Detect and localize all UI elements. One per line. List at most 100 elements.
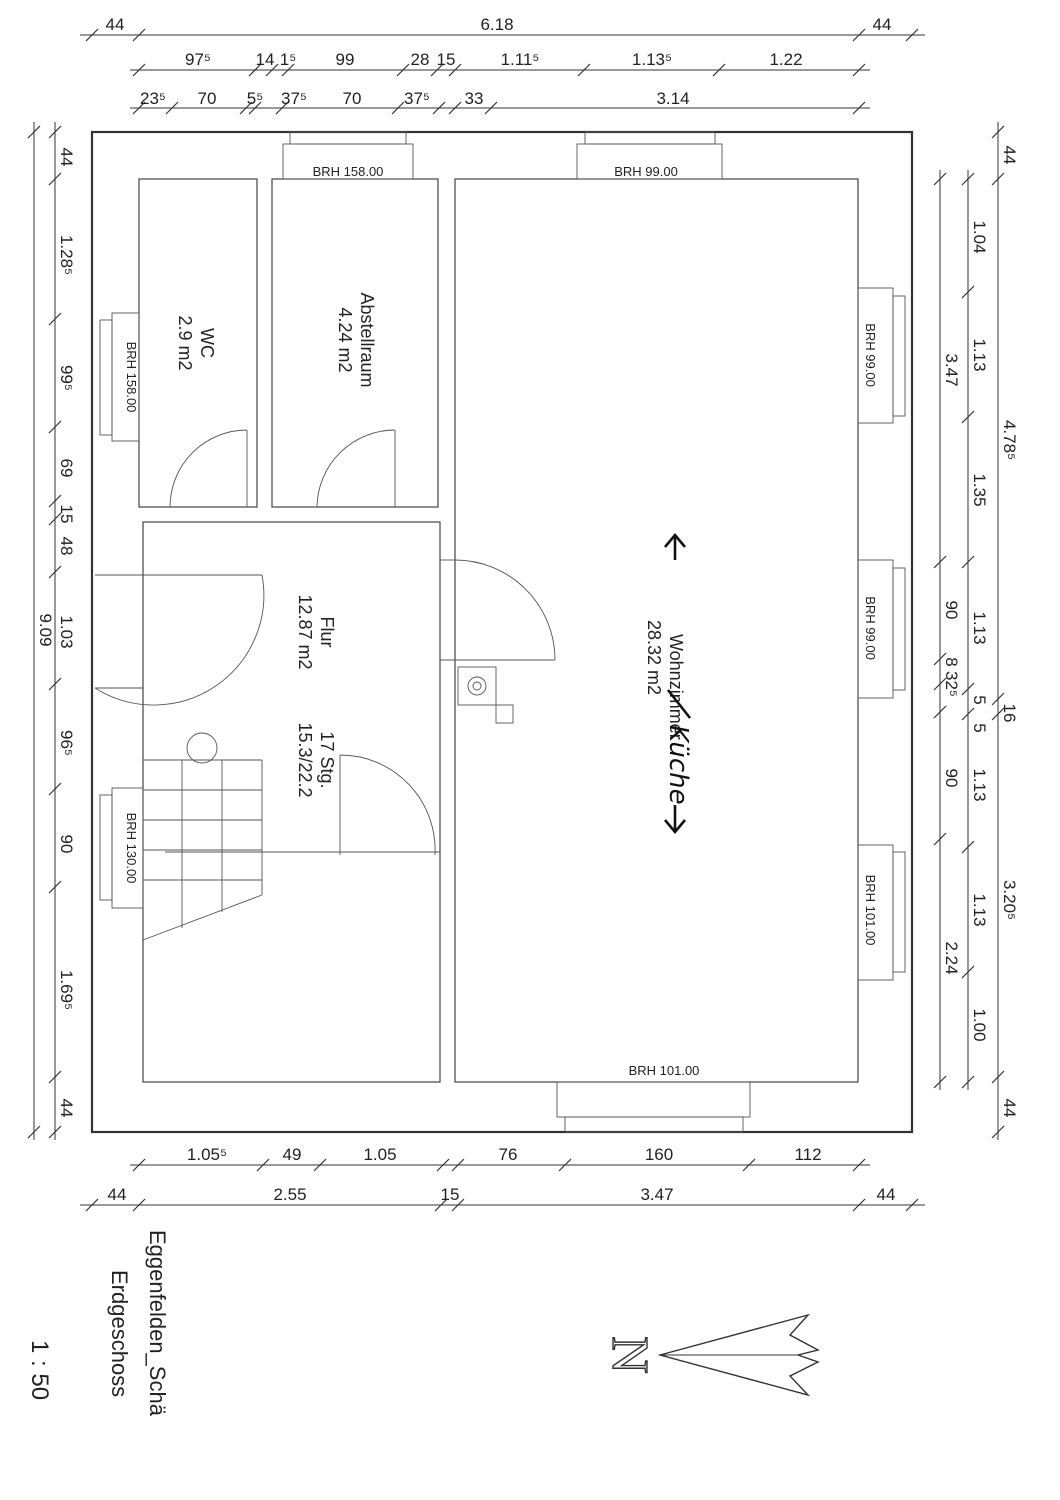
dim-top-row2: 97⁵ 14 1⁵ 99 28 15 1.11⁵ 1.13⁵ 1.22 <box>130 50 870 77</box>
chimney <box>457 666 514 724</box>
dim-375a: 37⁵ <box>281 89 307 108</box>
dim-top-row1: 44 6.18 44 <box>80 15 925 42</box>
flur-name: Flur <box>317 617 337 648</box>
dim-top-618: 6.18 <box>480 15 513 34</box>
dim-right-5b: 5 <box>970 723 989 732</box>
dim-bottom-49: 49 <box>283 1145 302 1164</box>
window-right-3 <box>857 844 906 981</box>
dim-right-90a: 90 <box>942 601 961 620</box>
dim-right-outer: 44 4.78⁵ 16 3.20⁵ 44 <box>991 122 1019 1140</box>
dim-right-113d: 1.13 <box>970 893 989 926</box>
door-entrance <box>94 574 265 706</box>
dim-33: 33 <box>465 89 484 108</box>
dim-right-113b: 1.13 <box>970 611 989 644</box>
north-arrow-icon: N <box>600 1313 820 1397</box>
abstell-area: 4.24 m2 <box>335 307 355 372</box>
dim-1115: 1.11⁵ <box>501 50 540 69</box>
brh-top-left: BRH 158.00 <box>313 164 384 179</box>
dim-right-90b: 90 <box>942 769 961 788</box>
abstell-name: Abstellraum <box>357 292 377 387</box>
dim-bottom-105: 1.05 <box>363 1145 396 1164</box>
dim-right-224: 2.24 <box>942 941 961 974</box>
window-top-left <box>282 131 414 180</box>
dim-1135: 1.13⁵ <box>632 50 672 69</box>
dim-99: 99 <box>336 50 355 69</box>
dim-top-44-right: 44 <box>873 15 892 34</box>
title-floor: Erdgeschoss <box>107 1270 132 1397</box>
wohn-name: Wohnzimmer <box>666 634 686 740</box>
north-letter: N <box>601 1336 658 1374</box>
dim-bottom-347: 3.47 <box>640 1185 673 1204</box>
window-right-1 <box>857 287 906 424</box>
window-wc <box>99 312 140 442</box>
dim-top-44-left: 44 <box>106 15 125 34</box>
dim-right-44-top: 44 <box>1000 146 1019 165</box>
wohn-hand-label: Küche <box>663 725 693 805</box>
dim-left-outer: 9.09 <box>27 122 55 1140</box>
dim-right-5a: 5 <box>970 695 989 704</box>
dim-bottom-15: 15 <box>441 1185 460 1204</box>
handwritten-arrows <box>664 532 692 835</box>
dim-bottom-1055: 1.05⁵ <box>187 1145 227 1164</box>
stairs-label: 17 Stg. 15.3/22.2 <box>295 722 337 797</box>
dim-right-4785: 4.78⁵ <box>1000 420 1019 460</box>
dim-left-1695: 1.69⁵ <box>57 970 76 1010</box>
door-wohn <box>440 559 556 661</box>
brh-wc: BRH 158.00 <box>124 342 139 413</box>
dim-314: 3.14 <box>656 89 689 108</box>
wohn-label: Wohnzimmer 28.32 m2 Küche <box>644 620 693 805</box>
dim-right-16: 16 <box>1000 704 1019 723</box>
dim-left-inner: 44 1.28⁵ 99⁵ 69 15 48 1.03 96⁵ 90 1.69⁵ … <box>48 122 76 1140</box>
door-wc <box>169 429 248 508</box>
brh-stair: BRH 130.00 <box>124 813 139 884</box>
dim-375b: 37⁵ <box>404 89 430 108</box>
brh-right-2: BRH 99.00 <box>863 596 878 660</box>
dim-left-965: 96⁵ <box>57 730 76 756</box>
dim-bottom-112: 112 <box>794 1145 821 1164</box>
dim-right-3205: 3.20⁵ <box>1000 880 1019 920</box>
dim-right-100: 1.00 <box>970 1008 989 1041</box>
wohn-area: 28.32 m2 <box>644 620 664 695</box>
dim-28: 28 <box>411 50 430 69</box>
dim-left-69: 69 <box>57 459 76 478</box>
dim-left-48: 48 <box>57 537 76 556</box>
dim-14: 14 <box>256 50 275 69</box>
dim-bottom-44-left: 44 <box>108 1185 127 1204</box>
door-abstell <box>316 429 396 508</box>
brh-right-3: BRH 101.00 <box>863 875 878 946</box>
dim-top-row3: 23⁵ 70 5⁵ 37⁵ 70 37⁵ 33 3.14 <box>130 89 870 115</box>
dim-left-90: 90 <box>57 835 76 854</box>
dim-70a: 70 <box>198 89 217 108</box>
dim-right-mid: 1.04 1.13 1.35 1.13 5 5 1.13 1.13 1.00 <box>961 170 989 1090</box>
dim-15-top: 1⁵ <box>280 50 297 69</box>
flur-label: Flur 12.87 m2 <box>295 594 337 669</box>
dim-70b: 70 <box>343 89 362 108</box>
dim-bottom-44-right: 44 <box>877 1185 896 1204</box>
dim-right-135: 1.35 <box>970 473 989 506</box>
brh-bottom: BRH 101.00 <box>629 1063 700 1078</box>
dim-bottom-row2: 44 2.55 15 3.47 44 <box>80 1185 925 1212</box>
abstell-label: Abstellraum 4.24 m2 <box>335 292 377 387</box>
dim-left-1285: 1.28⁵ <box>57 235 76 275</box>
window-top-right <box>576 131 723 180</box>
dim-left-103: 1.03 <box>57 615 76 648</box>
dim-55: 5⁵ <box>247 89 264 108</box>
window-bottom <box>556 1081 751 1133</box>
dim-left-909: 9.09 <box>36 613 55 646</box>
outer-wall <box>90 130 914 1134</box>
wc-name: WC <box>197 328 217 358</box>
wc-label: WC 2.9 m2 <box>175 315 217 370</box>
dim-bottom-76: 76 <box>499 1145 518 1164</box>
flur-area: 12.87 m2 <box>295 594 315 669</box>
flur-room <box>142 521 441 1083</box>
dim-bottom-255: 2.55 <box>273 1185 306 1204</box>
dim-left-44-top: 44 <box>57 148 76 167</box>
dim-15: 15 <box>437 50 456 69</box>
title-project: Eggenfelden_Schä <box>145 1230 170 1417</box>
brh-right-1: BRH 99.00 <box>863 323 878 387</box>
title-scale: 1 : 50 <box>26 1340 53 1400</box>
window-right-2 <box>857 559 906 699</box>
dim-left-995: 99⁵ <box>57 365 76 391</box>
dim-235: 23⁵ <box>140 89 166 108</box>
